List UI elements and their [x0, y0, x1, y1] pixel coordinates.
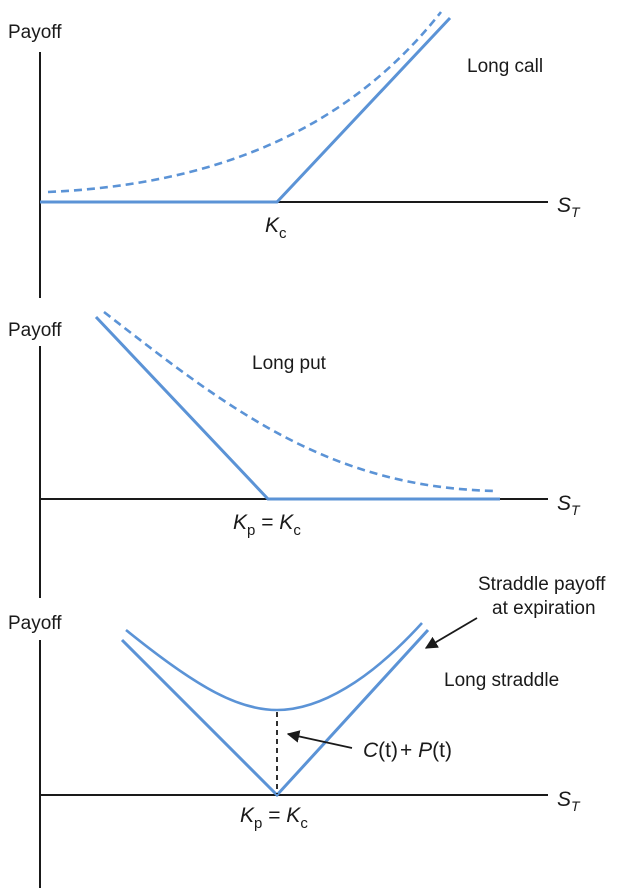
straddle-payoff-line	[120, 628, 430, 798]
straddle-strike-label: Kp = Kc	[240, 804, 308, 832]
premium-label: C(t)+ P(t)	[363, 739, 452, 762]
long-call-panel: Payoff ST Long call Kc	[8, 11, 581, 298]
straddle-annotation-arrow	[424, 617, 478, 649]
put-title: Long put	[252, 353, 327, 374]
straddle-y-axis-label: Payoff	[8, 613, 62, 634]
call-payoff-line	[40, 16, 452, 204]
straddle-value-curve	[125, 622, 423, 712]
call-title: Long call	[467, 56, 543, 77]
straddle-title: Long straddle	[444, 670, 559, 691]
put-x-axis-label: ST	[557, 492, 581, 518]
straddle-annotation-line-1: Straddle payoff	[478, 574, 606, 595]
long-straddle-panel: Payoff ST Long straddle Straddle payoff …	[8, 574, 606, 888]
straddle-annotation-line-2: at expiration	[492, 598, 596, 619]
call-x-axis-label: ST	[557, 194, 581, 220]
put-y-axis-label: Payoff	[8, 320, 62, 341]
call-value-curve	[47, 11, 443, 194]
call-y-axis-label: Payoff	[8, 22, 62, 43]
put-payoff-line	[94, 315, 500, 501]
put-strike-label: Kp = Kc	[233, 511, 301, 539]
long-put-panel: Payoff ST Long put Kp = Kc	[8, 310, 581, 598]
call-strike-label: Kc	[265, 214, 287, 242]
premium-arrow	[286, 730, 353, 749]
straddle-x-axis-label: ST	[557, 788, 581, 814]
put-value-curve	[103, 310, 498, 493]
